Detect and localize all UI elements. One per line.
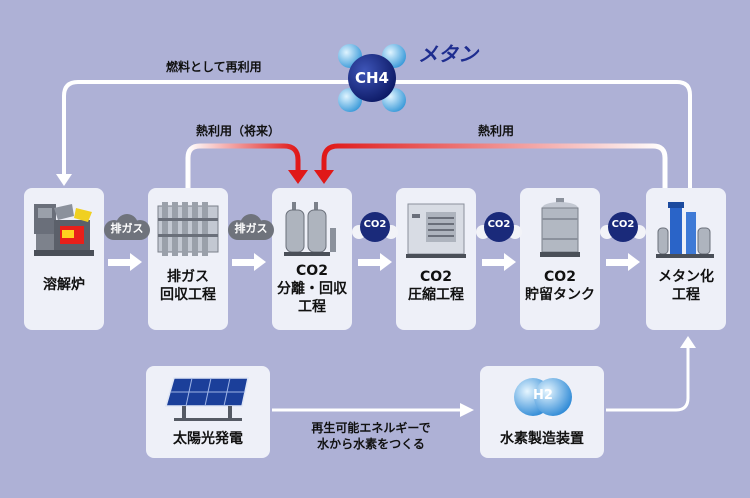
hydrogen-molecule-icon — [514, 378, 572, 416]
co2-molecule: CO2 — [352, 210, 398, 244]
process-label-co2-compression-1: CO2 — [420, 269, 452, 285]
co2-molecule: CO2 — [476, 210, 522, 244]
compressor-icon — [406, 203, 466, 258]
methane-title: メタン — [418, 42, 478, 66]
storage-tank-icon — [540, 198, 580, 257]
process-label-co2-separation-2: 分離・回収 — [277, 281, 347, 297]
process-label-melting-furnace: 溶解炉 — [43, 277, 85, 293]
co2-molecule: CO2 — [600, 210, 646, 244]
separation-column-icon — [284, 202, 336, 256]
card-gas-recovery: 排ガス 回収工程 — [148, 188, 228, 330]
process-label-methanation-1: メタン化 — [658, 269, 714, 285]
methanation-plant-icon — [656, 202, 714, 258]
co2-molecule-icon — [352, 212, 398, 242]
card-melting-furnace: 溶解炉 — [24, 188, 104, 330]
h2-label: H2 — [533, 388, 553, 403]
renewable-label-line1: 再生可能エネルギーで — [311, 421, 431, 435]
process-label-co2-separation-1: CO2 — [296, 263, 328, 279]
exhaust-gas-badge: 排ガス — [102, 213, 152, 243]
process-label-co2-storage-1: CO2 — [544, 269, 576, 285]
process-label-co2-separation-3: 工程 — [298, 299, 326, 315]
heat-future-arrow — [185, 143, 301, 190]
furnace-icon — [34, 204, 94, 256]
exhaust-gas-label: 排ガス — [110, 222, 144, 235]
solar-label: 太陽光発電 — [173, 431, 243, 447]
solar-panel-icon — [165, 377, 249, 421]
methane-molecule: CH4 — [336, 42, 408, 114]
renewable-label-line2: 水から水素をつくる — [317, 437, 425, 451]
co2-molecule-icon — [476, 212, 522, 242]
co2-label: CO2 — [611, 219, 635, 230]
heat-use-arrow — [321, 143, 668, 190]
card-co2-compression: CO2 圧縮工程 — [396, 188, 476, 330]
card-co2-separation: CO2 分離・回収 工程 — [272, 188, 352, 330]
card-methanation: メタン化 工程 — [646, 188, 726, 330]
hydrogen-label: 水素製造装置 — [500, 431, 584, 447]
methane-formula: CH4 — [355, 69, 389, 87]
methane-molecule-icon — [338, 44, 406, 112]
card-co2-storage: CO2 貯留タンク — [520, 188, 600, 330]
co2-molecule-icon — [600, 212, 646, 242]
heat-future-label: 熱利用（将来） — [196, 124, 281, 138]
process-label-gas-recovery-1: 排ガス — [167, 269, 209, 285]
process-label-co2-storage-2: 貯留タンク — [525, 287, 595, 303]
cloud-icon — [228, 214, 274, 240]
co2-label: CO2 — [363, 219, 387, 230]
card-solar: 太陽光発電 — [146, 366, 270, 458]
exhaust-gas-badge: 排ガス — [226, 213, 276, 243]
renewable-label: 再生可能エネルギーで 水から水素をつくる — [286, 420, 456, 452]
process-label-co2-compression-2: 圧縮工程 — [408, 287, 464, 303]
process-label-gas-recovery-2: 回収工程 — [160, 287, 216, 303]
card-hydrogen: H2 水素製造装置 — [480, 366, 604, 458]
cloud-icon — [104, 214, 150, 240]
process-label-methanation-2: 工程 — [672, 287, 700, 303]
fuel-reuse-label: 燃料として再利用 — [166, 60, 262, 74]
heat-use-label: 熱利用 — [478, 124, 515, 138]
exhaust-gas-label: 排ガス — [234, 222, 268, 235]
co2-label: CO2 — [487, 219, 511, 230]
heat-exchanger-icon — [157, 202, 219, 256]
